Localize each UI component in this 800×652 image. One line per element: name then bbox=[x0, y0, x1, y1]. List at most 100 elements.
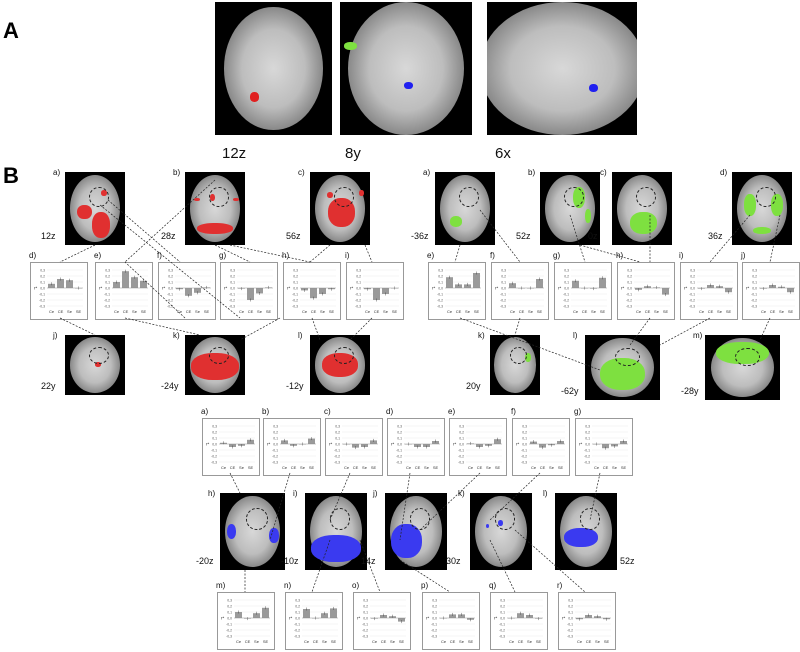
chart-label: q) bbox=[489, 581, 497, 590]
brain-slice-image bbox=[185, 335, 245, 395]
y-tick-label: -0,3 bbox=[499, 634, 505, 638]
bar bbox=[48, 283, 55, 288]
y-tick-label: -0,3 bbox=[294, 634, 300, 638]
y-tick-label: -0,1 bbox=[292, 292, 298, 296]
y-tick-label: 0,1 bbox=[501, 280, 506, 284]
y-tick-label: 0,3 bbox=[363, 598, 368, 602]
y-tick-label: 0,3 bbox=[230, 268, 235, 272]
y-tick-label: -0,2 bbox=[362, 628, 368, 632]
roi-circle bbox=[409, 508, 431, 530]
y-tick-label: 0,3 bbox=[356, 268, 361, 272]
x-tick-label: Ce bbox=[594, 465, 600, 470]
y-axis-label: r* bbox=[350, 286, 353, 291]
chart-label: d) bbox=[29, 251, 37, 260]
x-tick-label: Ce bbox=[441, 639, 447, 644]
x-tick-label: CE bbox=[456, 309, 462, 314]
x-tick-label: Se bbox=[254, 639, 260, 644]
roi-circle bbox=[89, 347, 109, 364]
y-tick-label: -0,3 bbox=[563, 304, 569, 308]
connector-line bbox=[124, 317, 201, 336]
y-tick-label: -0,1 bbox=[229, 292, 235, 296]
y-tick-label: 0,2 bbox=[295, 604, 300, 608]
slice-label: 0z bbox=[588, 231, 598, 241]
brain-slice-image bbox=[490, 335, 540, 395]
brain-slice-image bbox=[705, 335, 780, 400]
brain-slice-image bbox=[732, 172, 792, 245]
y-axis-label: r* bbox=[329, 442, 332, 447]
connector-line bbox=[399, 472, 411, 541]
y-tick-label: 0,2 bbox=[105, 274, 110, 278]
y-axis-label: r* bbox=[287, 286, 290, 291]
y-tick-label: -0,3 bbox=[355, 304, 361, 308]
activation-blob bbox=[197, 223, 233, 235]
activation-blob bbox=[95, 362, 101, 367]
subpanel-label: l) bbox=[298, 331, 303, 340]
y-tick-label: 0,0 bbox=[168, 286, 173, 290]
y-axis-label: r* bbox=[432, 286, 435, 291]
bar bbox=[602, 444, 609, 449]
x-tick-label: Se bbox=[528, 309, 534, 314]
roi-circle bbox=[89, 186, 109, 207]
chart-label: f) bbox=[157, 251, 162, 260]
y-axis-label: r* bbox=[494, 616, 497, 621]
roi-circle bbox=[209, 186, 229, 207]
chart-label: m) bbox=[216, 581, 226, 590]
y-tick-label: 0,3 bbox=[568, 598, 573, 602]
y-tick-label: -0,2 bbox=[167, 298, 173, 302]
slice-label: 52z bbox=[516, 231, 531, 241]
x-tick-label: Se bbox=[717, 309, 723, 314]
bar bbox=[321, 613, 328, 618]
bar bbox=[66, 280, 73, 288]
x-tick-label: Se bbox=[424, 465, 430, 470]
chart-label: c) bbox=[324, 407, 331, 416]
y-axis-label: r* bbox=[684, 286, 687, 291]
bar bbox=[398, 618, 405, 622]
connector-line bbox=[239, 317, 281, 341]
y-tick-label: 0,1 bbox=[564, 280, 569, 284]
y-tick-label: 0,1 bbox=[363, 610, 368, 614]
activation-blob bbox=[326, 192, 333, 199]
brain-slice-image bbox=[65, 335, 125, 395]
chart-label: g) bbox=[574, 407, 582, 416]
y-tick-label: 0,2 bbox=[500, 604, 505, 608]
y-tick-label: 0,1 bbox=[40, 280, 45, 284]
subpanel-label: k) bbox=[173, 331, 180, 340]
subpanel-label: l) bbox=[573, 331, 578, 340]
brain-slice-image bbox=[310, 172, 370, 245]
y-tick-label: 0,0 bbox=[356, 286, 361, 290]
bar bbox=[458, 614, 465, 618]
x-tick-label: Ce bbox=[406, 465, 412, 470]
bar bbox=[373, 288, 380, 300]
brain-slice-image bbox=[540, 172, 600, 245]
axial-brain-image bbox=[215, 2, 332, 135]
x-tick-label: Se bbox=[320, 309, 326, 314]
panel-a-slice-label: 12z bbox=[222, 145, 247, 162]
bar bbox=[57, 279, 64, 288]
x-tick-label: Se bbox=[779, 309, 785, 314]
connector-line bbox=[311, 539, 331, 593]
y-tick-label: 0,0 bbox=[397, 442, 402, 446]
y-tick-label: -0,2 bbox=[39, 298, 45, 302]
x-tick-label: Ce bbox=[49, 309, 55, 314]
connector-line bbox=[311, 317, 321, 341]
slice-label: 52z bbox=[620, 556, 635, 566]
connector-line bbox=[489, 539, 516, 593]
x-tick-label: Se bbox=[132, 309, 138, 314]
x-tick-label: SE bbox=[371, 465, 377, 470]
y-tick-label: 0,0 bbox=[627, 286, 632, 290]
bar bbox=[235, 612, 242, 618]
roi-circle bbox=[579, 508, 601, 530]
sagittal-brain-image bbox=[487, 2, 637, 135]
y-tick-label: 0,2 bbox=[627, 274, 632, 278]
y-tick-label: 0,1 bbox=[293, 280, 298, 284]
